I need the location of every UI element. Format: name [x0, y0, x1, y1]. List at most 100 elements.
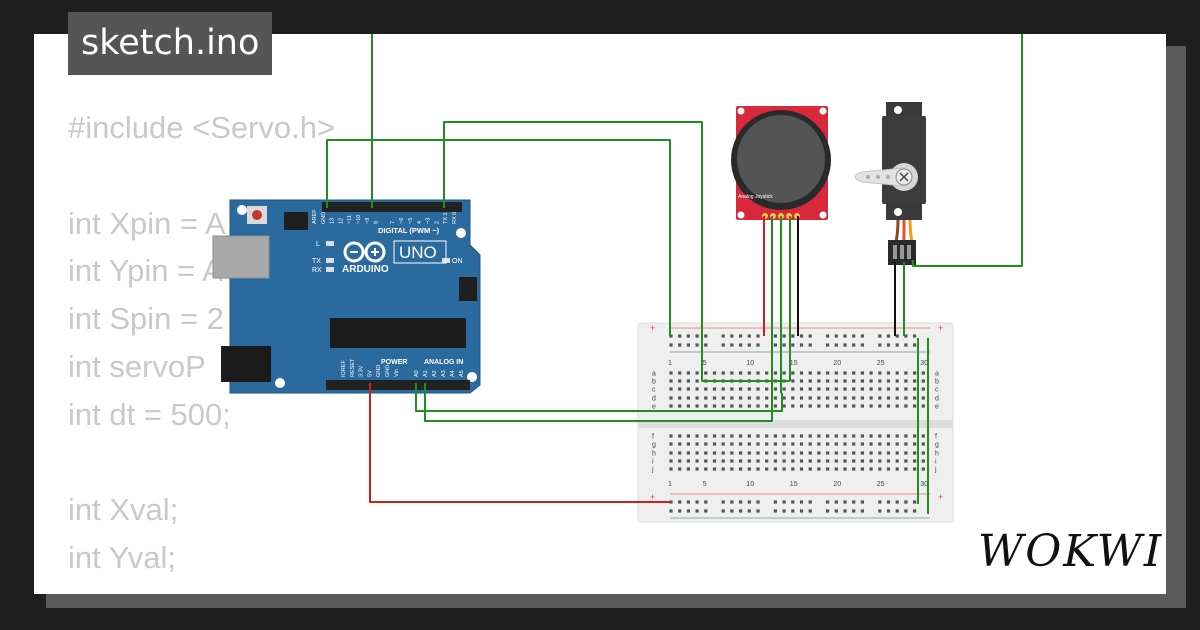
- breadboard-hole: [886, 371, 891, 375]
- digital-pin-label: ~10: [356, 215, 362, 224]
- breadboard-hole: [852, 343, 856, 347]
- breadboard-hole: [860, 387, 864, 391]
- breadboard-hole: [791, 500, 795, 504]
- breadboard-hole: [878, 451, 882, 455]
- breadboard-hole: [869, 404, 873, 408]
- power-pin-label: RESET: [350, 358, 356, 377]
- breadboard-hole: [756, 434, 760, 438]
- breadboard-hole: [704, 500, 708, 504]
- breadboard-col-number: 15: [790, 481, 798, 488]
- mount-hole: [275, 378, 285, 388]
- digital-pin-label: ~9: [365, 218, 371, 224]
- breadboard-hole: [886, 442, 891, 446]
- reset-button-cap: [252, 210, 262, 220]
- breadboard-hole: [686, 500, 690, 504]
- breadboard-hole: [669, 442, 673, 446]
- breadboard-hole: [834, 379, 838, 383]
- breadboard-hole: [686, 434, 690, 438]
- breadboard-hole: [808, 371, 812, 375]
- breadboard-row-letter: a: [935, 371, 939, 378]
- breadboard-hole: [686, 442, 690, 446]
- breadboard-hole: [826, 387, 830, 391]
- breadboard-hole: [826, 509, 830, 513]
- breadboard-hole: [904, 434, 908, 438]
- analog-label: ANALOG IN: [424, 359, 463, 366]
- breadboard-hole: [817, 451, 821, 455]
- breadboard-hole: [669, 387, 673, 391]
- breadboard-hole: [834, 467, 838, 471]
- breadboard-hole: [721, 509, 725, 513]
- breadboard-hole: [686, 451, 690, 455]
- joystick-knob[interactable]: [737, 115, 825, 203]
- breadboard-hole: [860, 434, 864, 438]
- breadboard-hole: [791, 459, 795, 463]
- breadboard-hole: [843, 334, 847, 338]
- breadboard-hole: [721, 459, 725, 463]
- led-l-label: L: [316, 241, 320, 248]
- breadboard-hole: [747, 500, 751, 504]
- breadboard-hole: [747, 343, 751, 347]
- breadboard-hole: [678, 404, 682, 408]
- breadboard-hole: [860, 467, 864, 471]
- breadboard-hole: [904, 404, 908, 408]
- breadboard-hole: [747, 404, 751, 408]
- breadboard-hole: [921, 467, 925, 471]
- breadboard-hole: [799, 451, 804, 455]
- breadboard-hole: [721, 334, 725, 338]
- breadboard-hole: [678, 343, 682, 347]
- breadboard-hole: [799, 442, 804, 446]
- breadboard-hole: [791, 343, 795, 347]
- breadboard-col-number: 25: [877, 360, 885, 367]
- breadboard-hole: [695, 396, 699, 400]
- breadboard-hole: [669, 459, 673, 463]
- mount-hole: [456, 228, 466, 238]
- breadboard-hole: [826, 442, 830, 446]
- wire-gnd-breadboard: [326, 139, 671, 336]
- breadboard-row-letter: b: [652, 379, 656, 386]
- breadboard-hole: [878, 467, 882, 471]
- breadboard-hole: [730, 371, 734, 375]
- breadboard-hole: [765, 467, 769, 471]
- breadboard-hole: [678, 451, 682, 455]
- breadboard-hole: [886, 434, 891, 438]
- breadboard-hole: [826, 451, 830, 455]
- power-analog-header: [326, 380, 470, 390]
- icsp-header: [284, 212, 308, 230]
- svg-text:+: +: [938, 492, 943, 502]
- code-line: int Sval;: [68, 582, 335, 594]
- breadboard-hole: [704, 396, 708, 400]
- breadboard-hole: [721, 343, 725, 347]
- usb-port: [212, 235, 270, 279]
- breadboard-hole: [782, 396, 786, 400]
- breadboard-hole: [747, 509, 751, 513]
- breadboard-hole: [826, 404, 830, 408]
- breadboard-hole: [695, 371, 699, 375]
- breadboard-hole: [695, 509, 699, 513]
- file-tab[interactable]: sketch.ino: [68, 12, 273, 75]
- breadboard-hole: [695, 442, 699, 446]
- breadboard-row-letter: j: [651, 467, 654, 474]
- breadboard-hole: [895, 387, 899, 391]
- breadboard-hole: [695, 459, 699, 463]
- breadboard-hole: [913, 404, 917, 408]
- servo-motor[interactable]: [854, 102, 926, 265]
- breadboard-hole: [808, 459, 812, 463]
- breadboard-hole: [826, 434, 830, 438]
- breadboard-hole: [739, 343, 743, 347]
- breadboard-hole: [834, 371, 838, 375]
- analog-joystick[interactable]: Analog Joystick: [731, 106, 831, 220]
- breadboard-hole: [843, 434, 847, 438]
- breadboard-hole: [860, 379, 864, 383]
- breadboard-hole: [852, 442, 856, 446]
- digital-pin-label: RX 0: [452, 212, 458, 224]
- breadboard-hole: [756, 396, 760, 400]
- breadboard-hole: [773, 387, 777, 391]
- breadboard-hole: [878, 500, 882, 504]
- breadboard-hole: [886, 404, 891, 408]
- wire-a1: [424, 383, 773, 422]
- breadboard-hole: [686, 379, 690, 383]
